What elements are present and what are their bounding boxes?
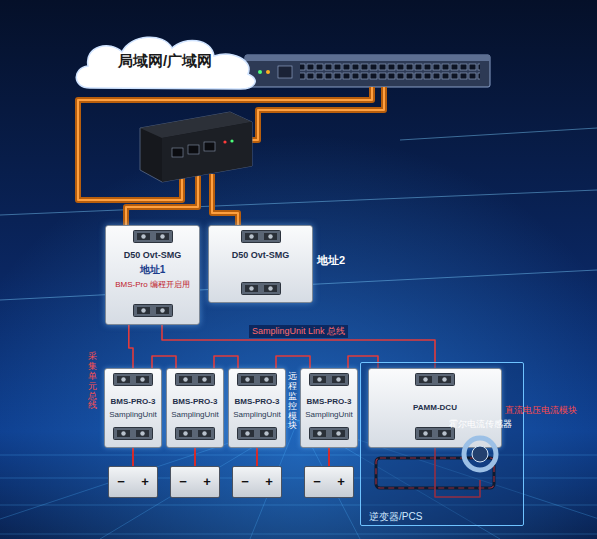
battery: −+ [170, 466, 220, 498]
gateway-router [140, 112, 252, 182]
terminal-block [309, 372, 349, 390]
cloud-shape: 局域网/广域网 [70, 30, 260, 92]
terminal-block [133, 303, 173, 321]
polarity-sign: + [141, 475, 149, 490]
bus-label: SamplingUnit Link 总线 [249, 325, 348, 338]
bus-wire [129, 325, 133, 368]
vertical-note: 远程监控模块 [288, 372, 297, 431]
module-label: BMS-Pro 编程开启用 [115, 280, 190, 289]
gateway-module: D50 Ovt-SMG 地址1BMS-Pro 编程开启用 [105, 225, 200, 325]
module-label: BMS-PRO-3 [235, 397, 280, 406]
terminal-block [113, 426, 153, 444]
polarity-sign: + [203, 475, 211, 490]
polarity-sign: − [179, 475, 187, 490]
module-label: SamplingUnit [109, 410, 157, 419]
module-label: SamplingUnit [233, 410, 281, 419]
terminal-block [237, 372, 277, 390]
battery: −+ [108, 466, 158, 498]
terminal-block [175, 426, 215, 444]
network-label: 局域网/广域网 [118, 52, 212, 69]
battery: −+ [232, 466, 282, 498]
sensor-ring [458, 432, 502, 480]
bus-wire [152, 356, 176, 368]
terminal-block [113, 372, 153, 390]
module-label: SamplingUnit [171, 410, 219, 419]
bus-wire [276, 356, 310, 368]
module-label: BMS-PRO-3 [307, 397, 352, 406]
terminal-block [133, 229, 173, 247]
sampling-unit: BMS-PRO-3SamplingUnit [228, 368, 286, 448]
current-sensor: 霍尔电流传感器 [440, 418, 520, 480]
module-label: 地址1 [140, 264, 166, 276]
bus-wire [194, 448, 196, 466]
module-label: PAMM-DCU [413, 403, 457, 412]
sampling-unit: BMS-PRO-3SamplingUnit [300, 368, 358, 448]
terminal-block [415, 372, 455, 390]
bus-wire [328, 448, 330, 466]
module-label: 直流电压电流模块 [505, 405, 577, 415]
ethernet-cables [78, 87, 384, 226]
dc-region: 逆变器/PCS PAMM-DCU直流电压电流模块霍尔电流传感器 [360, 362, 524, 526]
vertical-note: 采集单元总线 [88, 352, 97, 411]
module-label: D50 Ovt-SMG [232, 250, 290, 260]
module-label: 地址2 [317, 254, 345, 267]
region-label: 逆变器/PCS [369, 511, 422, 523]
polarity-sign: − [313, 475, 321, 490]
terminal-block [241, 229, 281, 247]
polarity-sign: − [117, 475, 125, 490]
terminal-block [241, 281, 281, 299]
module-label: BMS-PRO-3 [173, 397, 218, 406]
bus-wire [132, 448, 134, 466]
battery: −+ [304, 466, 354, 498]
module-label: D50 Ovt-SMG [124, 250, 182, 260]
polarity-sign: + [265, 475, 273, 490]
bus-wire [214, 356, 238, 368]
sampling-unit: BMS-PRO-3SamplingUnit [166, 368, 224, 448]
terminal-block [175, 372, 215, 390]
module-label: SamplingUnit [305, 410, 353, 419]
sampling-unit: BMS-PRO-3SamplingUnit [104, 368, 162, 448]
dc-module: PAMM-DCU直流电压电流模块 [368, 368, 502, 448]
terminal-block [309, 426, 349, 444]
sensor-label: 霍尔电流传感器 [449, 419, 512, 429]
polarity-sign: − [241, 475, 249, 490]
gateway-module: D50 Ovt-SMG地址2 [208, 225, 313, 303]
network-switch [245, 55, 490, 87]
polarity-sign: + [337, 475, 345, 490]
bus-wire [256, 448, 258, 466]
module-label: BMS-PRO-3 [111, 397, 156, 406]
terminal-block [237, 426, 277, 444]
